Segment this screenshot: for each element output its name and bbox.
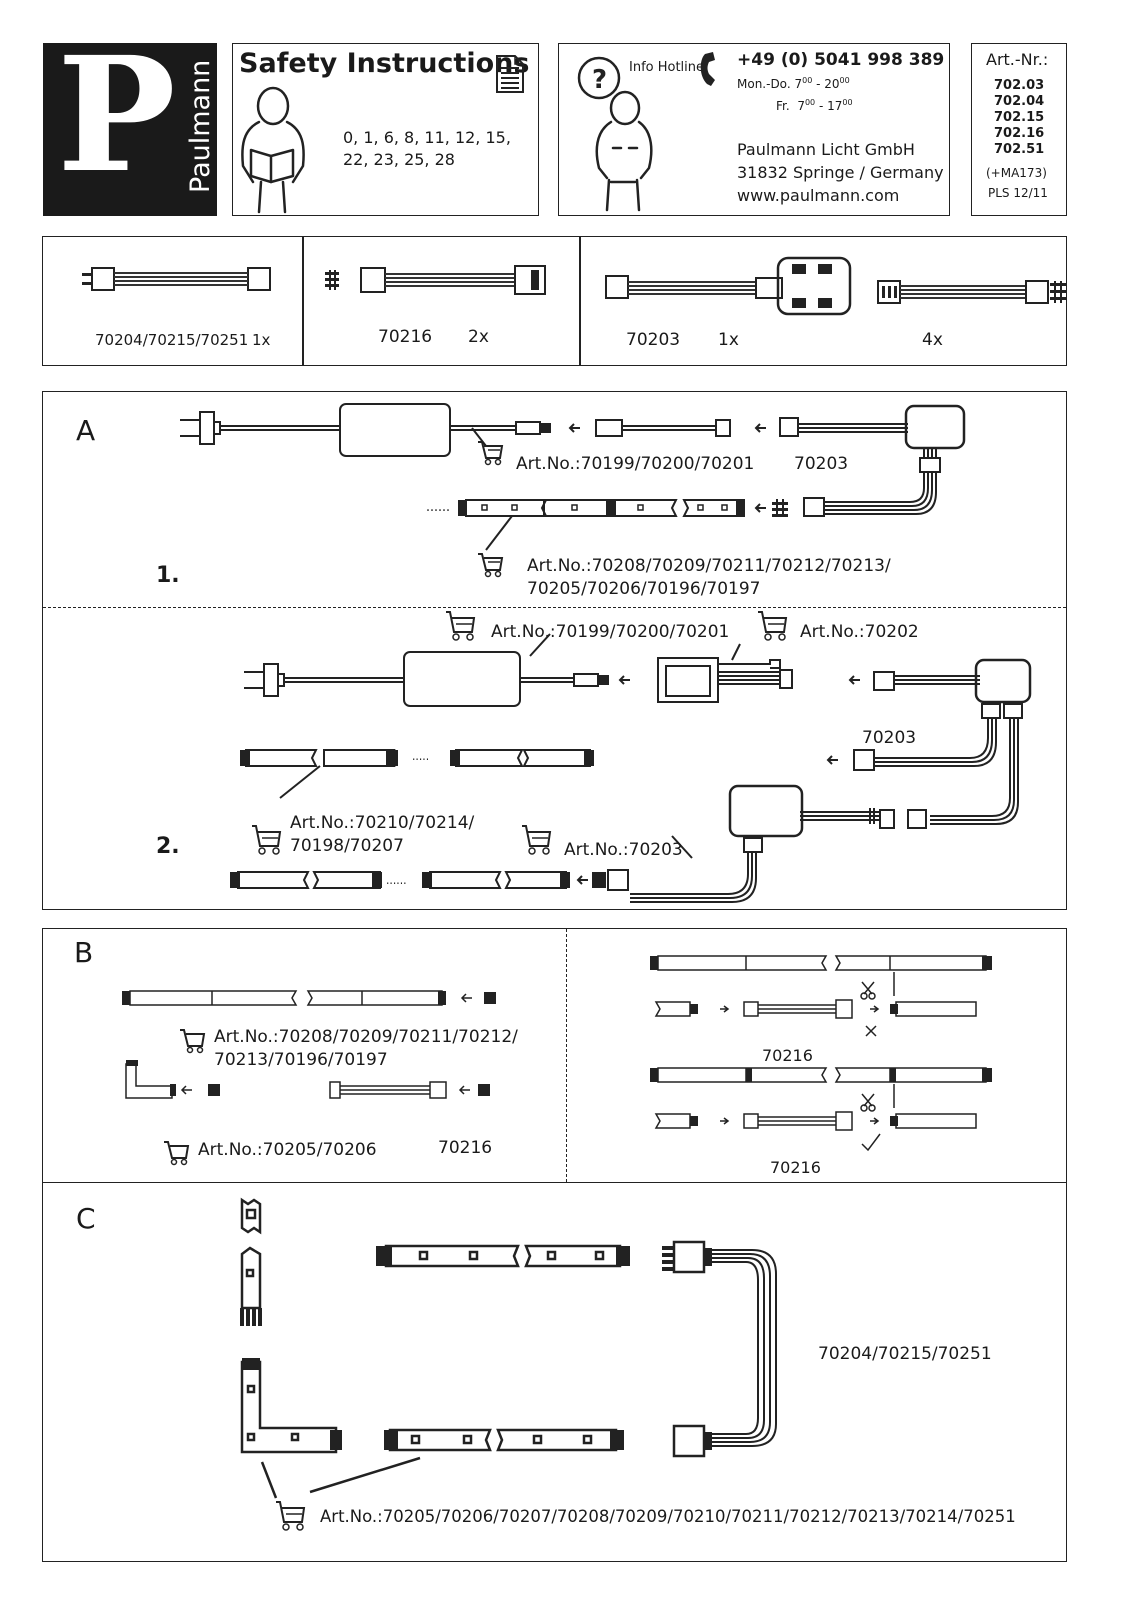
safety-title: Safety Instructions [239, 48, 530, 79]
b-code-connector: 70216 [438, 1138, 493, 1158]
connector-cable-icon [82, 267, 271, 291]
cart-icon [522, 825, 552, 855]
c-components-diagram [240, 1197, 777, 1499]
section-b-divider [566, 929, 567, 1182]
b-art-strips-line2: 70213/70196/70197 [214, 1050, 388, 1070]
section-c [42, 1182, 1067, 1562]
contents-item2-qty: 2x [468, 327, 489, 347]
artnr-0: 702.03 [994, 78, 1045, 93]
svg-text:......: ...... [386, 873, 407, 887]
safety-instructions-box: Safety Instructions 0, 1, 6, 8, 11, 12, … [232, 43, 539, 216]
artnr-1: 702.04 [994, 94, 1045, 109]
c-art-list: Art.No.:70205/70206/70207/70208/70209/70… [320, 1507, 1016, 1526]
hotline-box: ? Info Hotline +49 (0) 5041 998 389 Mon.… [558, 43, 950, 216]
artnr-3: 702.16 [994, 126, 1045, 141]
section-a-divider [43, 607, 1066, 608]
b-art-strips-line1: Art.No.:70208/70209/70211/70212/ [214, 1027, 518, 1047]
b-left-strip-row [122, 990, 496, 1006]
article-number-box: Art.-Nr.: 702.03 702.04 702.15 702.16 70… [971, 43, 1067, 216]
hotline-hours-1: Mon.-Do. 700 - 2000 [737, 76, 850, 91]
contents-item3-qty: 1x [718, 330, 739, 350]
a2-art-strips-line2: 70198/70207 [290, 836, 404, 856]
svg-text:......: ...... [426, 499, 450, 515]
divider [302, 236, 304, 366]
b-code-cut-2: 70216 [770, 1158, 821, 1177]
b-code-cut-1: 70216 [762, 1046, 813, 1065]
led-strip-row: ...... [230, 869, 629, 891]
safety-numbers-line1: 0, 1, 6, 8, 11, 12, 15, [343, 128, 511, 147]
divider [579, 236, 581, 366]
artnr-2: 702.15 [994, 110, 1045, 125]
section-c-letter: C [76, 1202, 96, 1235]
cart-icon [478, 441, 504, 466]
svg-text:?: ? [592, 65, 607, 95]
help-person-icon: ? [577, 56, 653, 212]
section-a [42, 391, 1067, 910]
company-address: 31832 Springe / Germany [737, 163, 944, 182]
wiring-diagram-a2: ..... [240, 633, 1032, 903]
a1-art-strips-line1: Art.No.:70208/70209/70211/70212/70213/ [527, 556, 891, 576]
cart-icon [180, 1029, 206, 1054]
artnr-label: Art.-Nr.: [986, 50, 1049, 69]
hotline-hours-2: Fr. 700 - 1700 [776, 98, 853, 113]
a2-art-controller: Art.No.:70202 [800, 622, 919, 642]
company-name: Paulmann Licht GmbH [737, 140, 915, 159]
contents-item2-code: 70216 [378, 327, 433, 347]
a2-art-adapter: Art.No.:70199/70200/70201 [491, 622, 730, 642]
section-a-letter: A [76, 414, 96, 447]
a1-art-adapter: Art.No.:70199/70200/70201 [516, 454, 755, 474]
a1-code-splitter: 70203 [794, 454, 849, 474]
a2-code-splitter: 70203 [862, 728, 917, 748]
a1-art-strips-line2: 70205/70206/70196/70197 [527, 579, 761, 599]
package-contents-box [42, 236, 1067, 366]
splitter-cable-icon [605, 256, 852, 316]
section-b-letter: B [74, 936, 94, 969]
a2-art-splitter: Art.No.:70203 [564, 840, 683, 860]
logo-letter: P [57, 23, 176, 208]
cart-icon [446, 611, 476, 641]
pin-cable-icon [877, 280, 1066, 304]
cart-icon [252, 825, 282, 855]
step-2-label: 2. [156, 834, 180, 859]
contents-item1-qty: 1x [252, 331, 271, 349]
artnr-extra: (+MA173) [986, 166, 1047, 180]
hotline-phone: +49 (0) 5041 998 389 [737, 50, 945, 70]
contents-item3-code: 70203 [626, 330, 681, 350]
cart-icon [276, 1501, 306, 1531]
artnr-pls: PLS 12/11 [988, 186, 1048, 200]
artnr-4: 702.51 [994, 142, 1045, 157]
c-code-connector: 70204/70215/70251 [818, 1344, 992, 1364]
cart-icon [164, 1141, 190, 1166]
paulmann-logo: P Paulmann [43, 37, 217, 216]
svg-text:.....: ..... [412, 749, 429, 763]
wiring-diagram-a1: ...... [180, 403, 966, 551]
cart-icon [758, 611, 788, 641]
phone-icon [700, 52, 715, 86]
a2-art-strips-line1: Art.No.:70210/70214/ [290, 813, 475, 833]
clip-connector-icon [325, 265, 546, 295]
b-corner-and-connector [125, 1060, 490, 1099]
document-icon [496, 55, 524, 93]
hotline-label: Info Hotline [629, 60, 705, 75]
reading-person-icon [241, 86, 305, 214]
company-website[interactable]: www.paulmann.com [737, 186, 900, 205]
logo-brand-text: Paulmann [185, 59, 216, 193]
safety-numbers-line2: 22, 23, 25, 28 [343, 150, 455, 169]
contents-item4-qty: 4x [922, 330, 943, 350]
step-1-label: 1. [156, 563, 180, 588]
cart-icon [478, 553, 504, 578]
contents-item1-code: 70204/70215/70251 [95, 331, 249, 349]
b-cutting-instructions [650, 955, 992, 1152]
b-art-corner: Art.No.:70205/70206 [198, 1140, 377, 1160]
